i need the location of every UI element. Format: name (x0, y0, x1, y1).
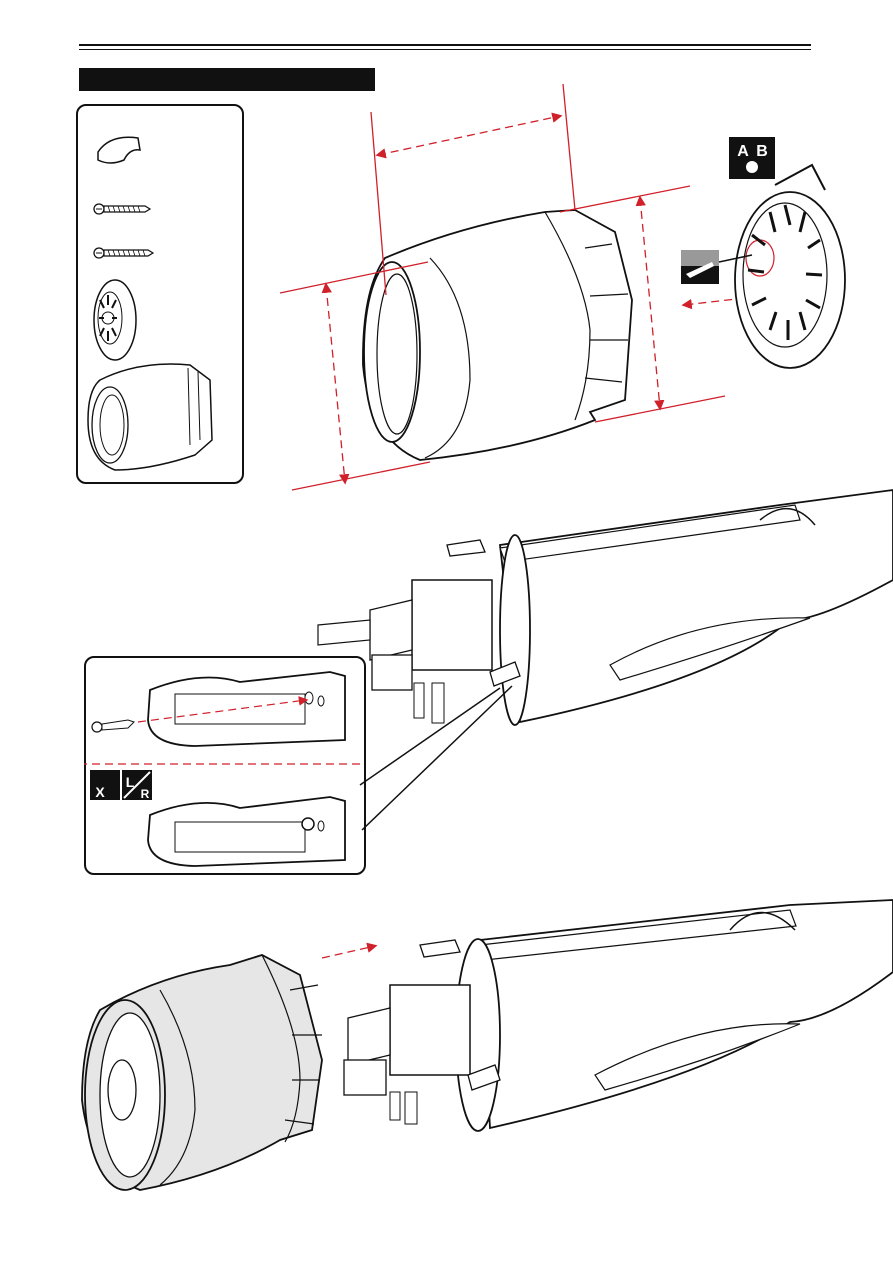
x-icon-letter: X (95, 784, 105, 800)
fuselage-middle (318, 490, 893, 725)
ab-icon-letter-b: B (756, 143, 768, 160)
ab-icon-letter-a: A (737, 143, 749, 160)
blind-nut-detail-top (92, 672, 345, 746)
fuselage-bottom (344, 900, 893, 1131)
dummy-engine-face (735, 165, 845, 368)
long-screw-icon (94, 248, 153, 258)
main-cowling (363, 210, 632, 460)
lr-icon-letter-r: R (141, 787, 150, 801)
cowling-icon (88, 364, 212, 470)
ab-icon: A B (729, 137, 775, 179)
short-screw-icon (94, 204, 150, 214)
x-icon: X (90, 770, 120, 800)
blind-nut-icon (98, 137, 140, 163)
lr-icon: L R (122, 770, 152, 801)
lr-icon-letter-l: L (126, 774, 135, 790)
dummy-engine-icon (94, 280, 136, 360)
cowling-bottom (82, 955, 322, 1190)
blind-nut-detail-bottom (148, 797, 345, 866)
